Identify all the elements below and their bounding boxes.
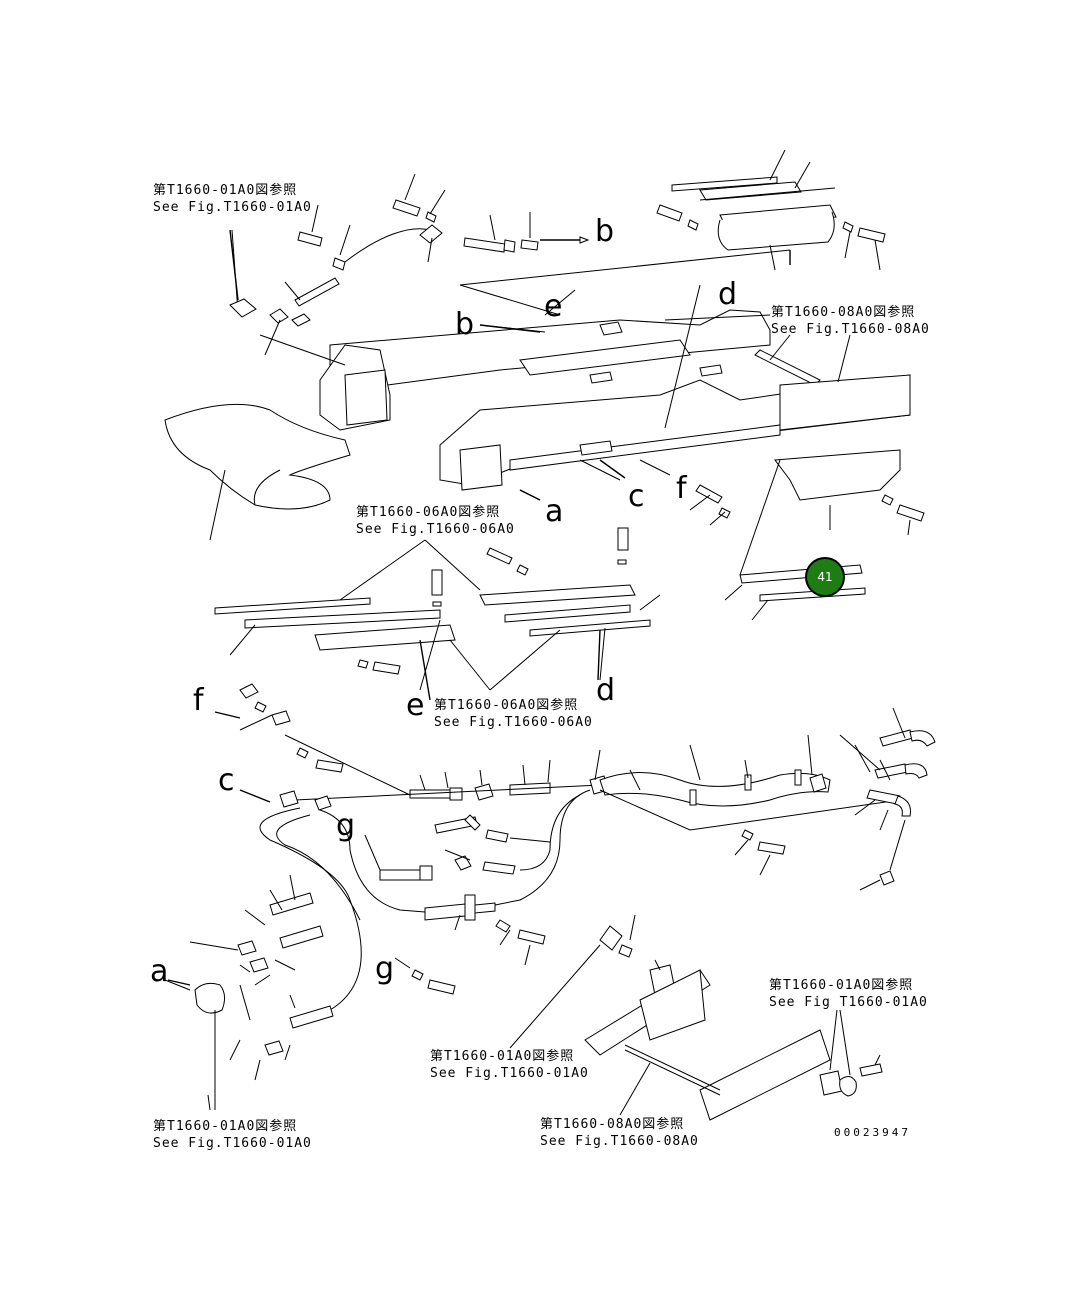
connection-letter-c-lower: c xyxy=(218,763,235,798)
reference-01A0-top-left: 第T1660-01A0図参照 See Fig.T1660-01A0 xyxy=(153,182,312,216)
reference-en: See Fig.T1660-06A0 xyxy=(434,715,593,730)
reference-en: See Fig.T1660-08A0 xyxy=(771,322,930,337)
reference-arrows[interactable] xyxy=(167,229,791,986)
reference-en: See Fig.T1660-01A0 xyxy=(430,1066,589,1081)
connection-letter-e-lower: e xyxy=(406,688,425,723)
connection-letter-a-frame: a xyxy=(545,494,564,529)
main-frame xyxy=(259,249,911,576)
belt-shape xyxy=(164,403,351,510)
hose-assembly xyxy=(164,683,936,1111)
reference-jp: 第T1660-01A0図参照 xyxy=(153,183,298,198)
reference-jp: 第T1660-06A0図参照 xyxy=(356,505,501,520)
reference-jp: 第T1660-08A0図参照 xyxy=(771,305,916,320)
part-callout-41[interactable]: 41 xyxy=(805,557,845,597)
lower-right-frame xyxy=(509,914,883,1121)
reference-01A0-bottom-center: 第T1660-01A0図参照 See Fig.T1660-01A0 xyxy=(430,1048,589,1082)
reference-06A0-middle: 第T1660-06A0図参照 See Fig.T1660-06A0 xyxy=(356,504,515,538)
reference-en: See Fig.T1660-01A0 xyxy=(153,1136,312,1151)
connection-letter-a-lower: a xyxy=(150,954,169,989)
middle-plates xyxy=(214,527,866,691)
reference-01A0-bottom-right: 第T1660-01A0図参照 See Fig T1660-01A0 xyxy=(769,977,928,1011)
reference-en: See Fig.T1660-06A0 xyxy=(356,522,515,537)
reference-jp: 第T1660-08A0図参照 xyxy=(540,1117,685,1132)
reference-08A0-bottom: 第T1660-08A0図参照 See Fig.T1660-08A0 xyxy=(540,1116,699,1150)
reference-en: See Fig.T1660-08A0 xyxy=(540,1134,699,1149)
reference-jp: 第T1660-01A0図参照 xyxy=(430,1049,575,1064)
reference-jp: 第T1660-06A0図参照 xyxy=(434,698,579,713)
connection-letter-g-lower: g xyxy=(375,951,395,986)
right-bolts xyxy=(689,484,925,536)
upper-linkage xyxy=(229,173,590,356)
top-right-covers xyxy=(656,149,886,271)
reference-jp: 第T1660-01A0図参照 xyxy=(769,978,914,993)
connection-letter-g-hose: g xyxy=(336,808,356,843)
connection-letter-b-frame: b xyxy=(455,307,475,342)
connection-letter-f-lower: f xyxy=(193,683,204,718)
connection-letter-d-top: d xyxy=(718,277,738,312)
connection-letter-b-top: b xyxy=(595,214,615,249)
reference-08A0-right: 第T1660-08A0図参照 See Fig.T1660-08A0 xyxy=(771,304,930,338)
reference-01A0-bottom-left: 第T1660-01A0図参照 See Fig.T1660-01A0 xyxy=(153,1118,312,1152)
connection-letter-f-frame: f xyxy=(676,471,687,506)
reference-06A0-lower: 第T1660-06A0図参照 See Fig.T1660-06A0 xyxy=(434,697,593,731)
reference-en: See Fig.T1660-01A0 xyxy=(153,200,312,215)
reference-en: See Fig T1660-01A0 xyxy=(769,995,928,1010)
connection-letter-c-frame: c xyxy=(628,479,645,514)
connection-letter-d-lower: d xyxy=(596,673,616,708)
document-number: 00023947 xyxy=(834,1126,911,1139)
reference-jp: 第T1660-01A0図参照 xyxy=(153,1119,298,1134)
connection-letter-e-top: e xyxy=(544,289,563,324)
